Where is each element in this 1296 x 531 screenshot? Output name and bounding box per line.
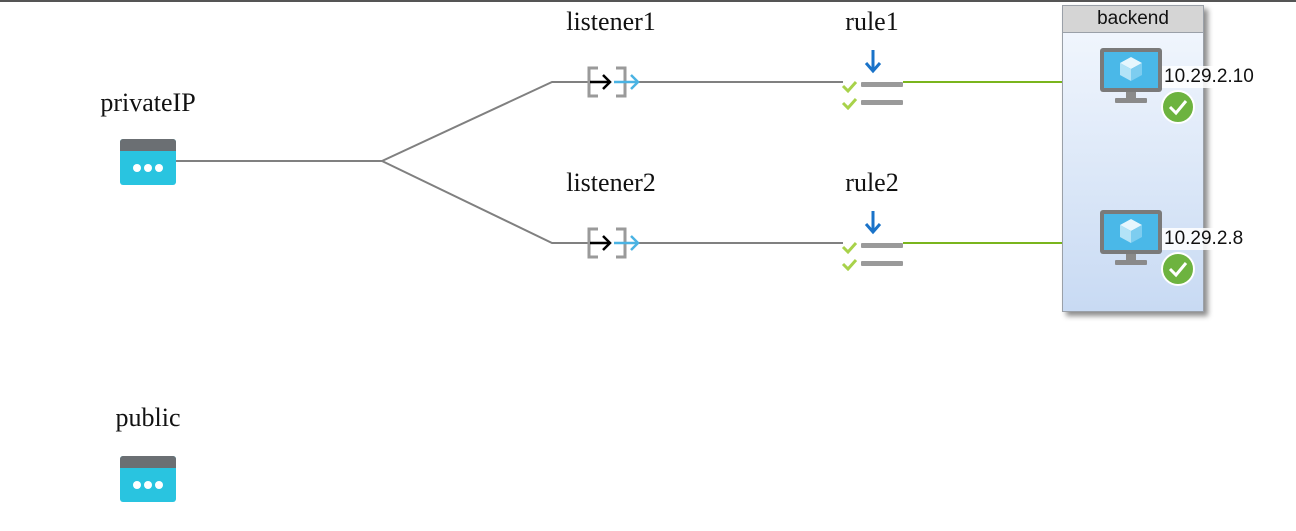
routing-rule-icon[interactable] (840, 209, 906, 271)
routing-rule-icon[interactable] (840, 48, 906, 110)
link-privateip-listener1 (176, 81, 588, 162)
backend-title: backend (1063, 6, 1203, 33)
rule2-label: rule2 (845, 168, 899, 197)
link-privateip-listener2 (381, 160, 588, 244)
public-label: public (115, 403, 181, 432)
virtual-machine-icon[interactable] (1100, 48, 1162, 104)
top-border (0, 0, 1296, 2)
healthy-check-icon (1161, 90, 1195, 124)
listener-icon[interactable] (586, 226, 642, 260)
listener2-label: listener2 (566, 168, 656, 197)
public-ip-icon[interactable] (120, 139, 176, 185)
rule1-label: rule1 (845, 7, 899, 36)
listener1-label: listener1 (566, 7, 656, 36)
privateip-label: privateIP (100, 88, 196, 117)
healthy-check-icon (1161, 252, 1195, 286)
public-ip-icon[interactable] (120, 456, 176, 502)
virtual-machine-icon[interactable] (1100, 210, 1162, 266)
listener-icon[interactable] (586, 65, 642, 99)
backend-member-ip: 10.29.2.8 (1162, 228, 1246, 250)
backend-member-ip: 10.29.2.10 (1162, 66, 1256, 88)
